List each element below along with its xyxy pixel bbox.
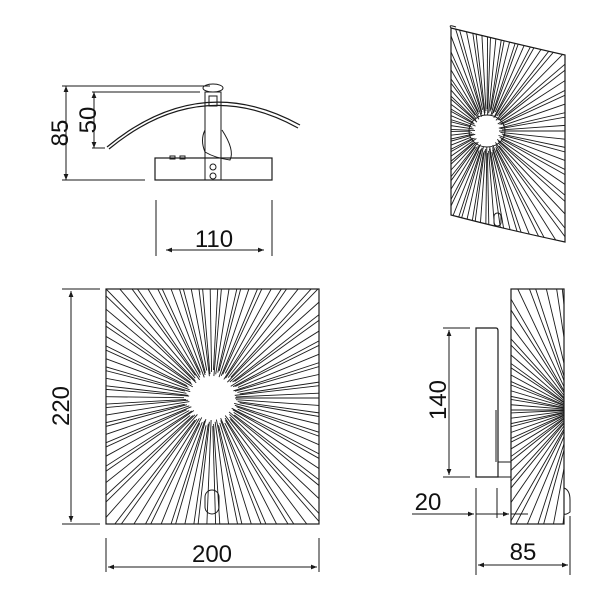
light-opening: [189, 378, 235, 418]
sunburst-pattern: [106, 289, 319, 524]
screw-icon: [209, 172, 217, 180]
dim-label-140: 140: [425, 380, 452, 420]
base-plate: [154, 157, 273, 181]
dim-label-20: 20: [415, 489, 442, 516]
dim-label-85: 85: [47, 120, 74, 147]
switch-side: [563, 487, 571, 515]
shade-outline: [450, 27, 566, 243]
shade-arc: [106, 101, 301, 148]
dim-label-200: 200: [192, 541, 232, 568]
top-cap: [202, 83, 224, 93]
switch-slot: [493, 212, 502, 227]
cable: [202, 129, 232, 161]
switch-slot: [204, 489, 220, 515]
dim-label-50: 50: [75, 107, 102, 134]
shade-side: [510, 288, 565, 525]
front-view: 220 200: [48, 288, 320, 572]
top-view: 85 50 110: [47, 83, 301, 256]
light-opening: [468, 114, 506, 148]
side-view: 140 20 85: [412, 288, 571, 575]
dim-label-110: 110: [195, 226, 233, 253]
dim-label-85-side: 85: [510, 539, 537, 566]
dim-label-220: 220: [48, 386, 75, 426]
sunburst-pattern: [451, 28, 565, 242]
base-plate-side: [475, 327, 499, 478]
shade-front: [105, 288, 320, 525]
sunburst-pattern: [511, 289, 564, 524]
screw-icon: [209, 163, 217, 171]
perspective-view: [449, 25, 566, 243]
